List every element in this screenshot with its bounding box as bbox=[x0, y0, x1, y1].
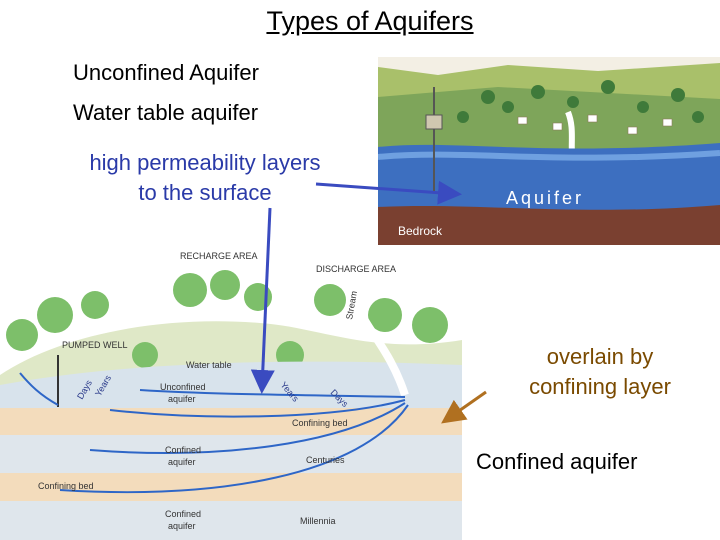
confined-aquifer-upper bbox=[0, 435, 462, 473]
arrow-to-unconfined bbox=[250, 207, 275, 394]
water-table-text: Water table bbox=[186, 360, 232, 370]
confining-bed-1-text: Confining bed bbox=[292, 418, 348, 428]
bedrock-text: Bedrock bbox=[398, 224, 443, 238]
arrow-to-aquifer bbox=[315, 180, 462, 205]
aquifer-text: Aquifer bbox=[506, 188, 584, 208]
cross-section-diagram: RECHARGE AREA DISCHARGE AREA Stream PUMP… bbox=[0, 251, 462, 540]
centuries-text: Centuries bbox=[306, 455, 345, 465]
water-tower bbox=[425, 114, 443, 130]
confined-aquifer-text-2: aquifer bbox=[168, 457, 196, 467]
aquifer-illustration: Aquifer Bedrock bbox=[378, 57, 720, 245]
water-table-aquifer-label: Water table aquifer bbox=[73, 100, 259, 125]
pumped-well-text: PUMPED WELL bbox=[62, 340, 128, 350]
high-permeability-line2: to the surface bbox=[138, 180, 272, 205]
stream-channel bbox=[358, 313, 409, 397]
houses bbox=[517, 114, 673, 135]
page-title: Types of Aquifers bbox=[266, 6, 474, 36]
aquifer-highlight bbox=[378, 150, 720, 161]
overlain-line1: overlain by bbox=[546, 344, 654, 369]
confined-aquifer-text-1: Confined bbox=[165, 445, 201, 455]
confining-bed-2-text: Confining bed bbox=[38, 481, 94, 491]
confining-bed-lower bbox=[0, 473, 462, 501]
unconfined-aquifer-text-1: Unconfined bbox=[160, 382, 206, 392]
arrow-to-confining-bed bbox=[441, 390, 487, 424]
confined-aquifer-2-text-2: aquifer bbox=[168, 521, 196, 531]
confined-aquifer-label: Confined aquifer bbox=[476, 449, 638, 474]
overlain-line2: confining layer bbox=[529, 374, 671, 399]
flow-lines bbox=[19, 372, 409, 494]
millennia-text: Millennia bbox=[300, 516, 336, 526]
tree-clusters bbox=[457, 80, 704, 123]
high-permeability-line1: high permeability layers bbox=[89, 150, 321, 175]
bedrock-layer bbox=[378, 205, 720, 245]
discharge-area-text: DISCHARGE AREA bbox=[316, 264, 396, 274]
unconfined-aquifer-text-2: aquifer bbox=[168, 394, 196, 404]
overlain-label: overlain by confining layer bbox=[480, 342, 720, 402]
hillside-fields bbox=[378, 87, 720, 152]
stream-text: Stream bbox=[344, 290, 359, 320]
confined-aquifer-lower bbox=[0, 501, 462, 540]
high-permeability-label: high permeability layers to the surface bbox=[30, 148, 380, 208]
confined-aquifer-2-text-1: Confined bbox=[165, 509, 201, 519]
recharge-area-text: RECHARGE AREA bbox=[180, 251, 258, 261]
unconfined-aquifer-label: Unconfined Aquifer bbox=[73, 60, 259, 85]
